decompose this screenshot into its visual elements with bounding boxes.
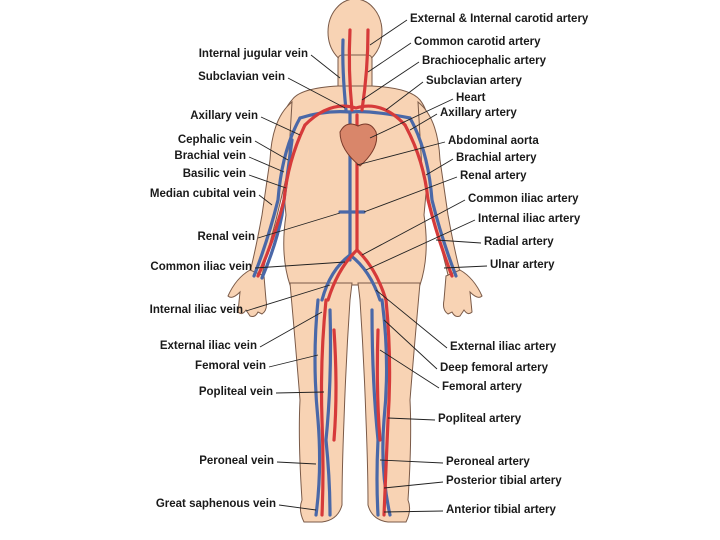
label-posterior-tibial-artery: Posterior tibial artery [446,475,562,487]
label-subclavian-vein: Subclavian vein [198,71,285,83]
leader-median-cubital-vein [258,194,273,206]
leader-external-and-internal-carotid-artery [369,19,408,46]
label-peroneal-vein: Peroneal vein [199,455,274,467]
arm-artery-right [403,123,454,278]
label-common-iliac-vein: Common iliac vein [150,261,252,273]
heart [339,123,378,167]
label-brachiocephalic-artery: Brachiocephalic artery [422,55,547,67]
label-axillary-vein: Axillary vein [190,110,258,122]
leader-external-iliac-artery [375,289,448,349]
leg-artery-left-2 [332,328,338,442]
leader-internal-iliac-artery [365,219,476,271]
label-internal-iliac-vein: Internal iliac vein [149,304,243,316]
label-popliteal-artery: Popliteal artery [438,413,522,425]
leader-basilic-vein [248,174,287,189]
leg-vein-left-2 [324,308,333,517]
leader-cephalic-vein [254,140,289,161]
torso [279,85,431,286]
carotid-artery-right [360,28,370,112]
leader-radial-artery [435,239,482,244]
leader-axillary-vein [260,116,301,136]
leader-popliteal-vein [275,391,325,394]
leg-artery-right-2 [375,328,382,442]
leader-femoral-vein [268,354,319,368]
leader-posterior-tibial-artery [383,481,444,489]
leg-vein-right-2 [370,308,380,517]
label-basilic-vein: Basilic vein [182,168,246,180]
label-brachial-vein: Brachial vein [174,150,246,162]
leader-subclavian-vein [287,77,346,109]
label-femoral-vein: Femoral vein [195,360,266,372]
leader-axillary-artery [409,113,438,131]
label-peroneal-artery: Peroneal artery [446,456,530,468]
leader-internal-jugular-vein [310,54,341,79]
leader-peroneal-artery [379,459,444,464]
leader-renal-artery [363,176,458,213]
leader-ulnar-artery [443,265,488,269]
label-renal-artery: Renal artery [460,170,527,182]
leader-common-iliac-artery [361,199,466,256]
label-abdominal-aorta: Abdominal aorta [448,135,539,147]
leader-anterior-tibial-artery [383,510,444,513]
label-ulnar-artery: Ulnar artery [490,259,555,271]
label-radial-artery: Radial artery [484,236,554,248]
label-renal-vein: Renal vein [197,231,255,243]
leader-common-carotid-artery [367,42,412,73]
label-axillary-artery: Axillary artery [440,107,517,119]
label-external-and-internal-carotid-artery: External & Internal carotid artery [410,13,589,25]
iliac-vein-right [348,253,382,302]
leg-artery-right [382,298,392,517]
label-median-cubital-vein: Median cubital vein [149,188,256,200]
leader-brachiocephalic-artery [361,61,420,101]
iliac-vein-left [320,253,352,302]
leader-peroneal-vein [276,461,317,465]
right-hand [443,269,483,317]
leader-internal-iliac-vein [245,284,331,312]
label-femoral-artery: Femoral artery [442,381,522,393]
iliac-artery-left [326,248,359,302]
leader-femoral-artery [379,349,440,389]
leg-artery-left [319,298,328,517]
label-external-iliac-artery: External iliac artery [450,341,557,353]
label-internal-jugular-vein: Internal jugular vein [198,48,308,60]
label-great-saphenous-vein: Great saphenous vein [155,498,276,510]
leg-vein-left-1 [313,298,322,517]
left-hand [227,269,267,317]
leader-renal-vein [257,212,341,239]
leader-deep-femoral-artery [383,319,438,370]
aortic-arch [303,104,407,127]
label-popliteal-vein: Popliteal vein [198,386,273,398]
arm-vein-left-1 [252,116,302,278]
arteries [256,28,454,517]
leader-common-iliac-vein [254,261,346,269]
leader-heart [369,98,454,139]
arm-artery-left [256,123,307,278]
leader-external-iliac-vein [259,311,323,348]
label-common-carotid-artery: Common carotid artery [414,36,541,48]
leader-lines [245,19,488,513]
leader-abdominal-aorta [356,141,446,166]
jugular-vein-left [341,38,348,112]
label-anterior-tibial-artery: Anterior tibial artery [446,504,556,516]
label-heart: Heart [456,92,486,104]
label-common-iliac-artery: Common iliac artery [468,193,579,205]
arm-vein-right-1 [408,116,458,278]
label-brachial-artery: Brachial artery [456,152,537,164]
carotid-artery-left [347,28,354,112]
label-internal-iliac-artery: Internal iliac artery [478,213,581,225]
leader-great-saphenous-vein [278,504,317,511]
iliac-artery-right [355,248,388,302]
label-deep-femoral-artery: Deep femoral artery [440,362,549,374]
leader-popliteal-artery [387,417,436,421]
label-external-iliac-vein: External iliac vein [159,340,257,352]
leader-brachial-artery [425,158,454,176]
leader-subclavian-artery [385,81,424,111]
label-cephalic-vein: Cephalic vein [177,134,252,146]
label-subclavian-artery: Subclavian artery [426,75,522,87]
leader-brachial-vein [248,156,285,173]
